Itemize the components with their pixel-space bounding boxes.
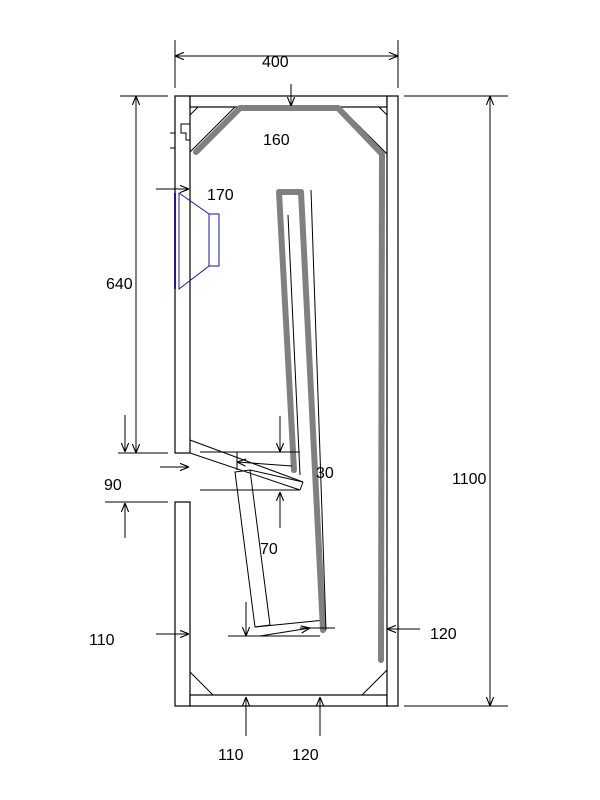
label-bottom-120: 120	[292, 747, 319, 764]
damping-material	[193, 105, 385, 663]
brace-top-left	[189, 106, 237, 154]
inner-guide-2	[310, 189, 327, 631]
label-bottom-left: 110	[89, 632, 115, 649]
port-baffle	[189, 439, 304, 491]
terminal-plate	[180, 123, 190, 141]
inner-guide-1	[287, 214, 301, 476]
terminal-steps	[170, 132, 175, 149]
label-port-height: 90	[104, 477, 122, 494]
damping-inner-left	[276, 189, 304, 473]
right-wall	[386, 95, 399, 707]
dim-channel-bottom	[228, 602, 335, 637]
damping-top	[193, 105, 385, 663]
brace-bottom-right	[360, 668, 388, 696]
label-total-height: 1100	[452, 471, 487, 488]
bottom-panel	[189, 694, 388, 707]
dim-upper-height	[118, 95, 168, 454]
dim-port-height	[105, 467, 300, 538]
left-wall-upper	[174, 95, 191, 454]
label-port-offset: 30	[316, 465, 334, 482]
brace-bottom-left	[189, 670, 215, 696]
left-wall-lower	[174, 501, 191, 707]
dim-port-offset	[200, 416, 300, 470]
damping-inner-right	[298, 189, 326, 633]
label-top-width: 400	[262, 54, 289, 71]
label-top-damping: 160	[263, 132, 290, 149]
label-driver: 170	[207, 187, 234, 204]
driver-unit	[174, 192, 220, 291]
label-right-side: 120	[430, 626, 457, 643]
label-upper-height: 640	[106, 276, 133, 293]
channel-side	[249, 469, 304, 483]
label-inner-gap: 70	[260, 541, 278, 558]
channel-floor	[254, 619, 326, 628]
driver-magnet	[208, 213, 220, 267]
dim-top-width	[174, 40, 399, 88]
label-bottom-110: 110	[218, 747, 244, 764]
dim-total-height	[404, 95, 508, 707]
